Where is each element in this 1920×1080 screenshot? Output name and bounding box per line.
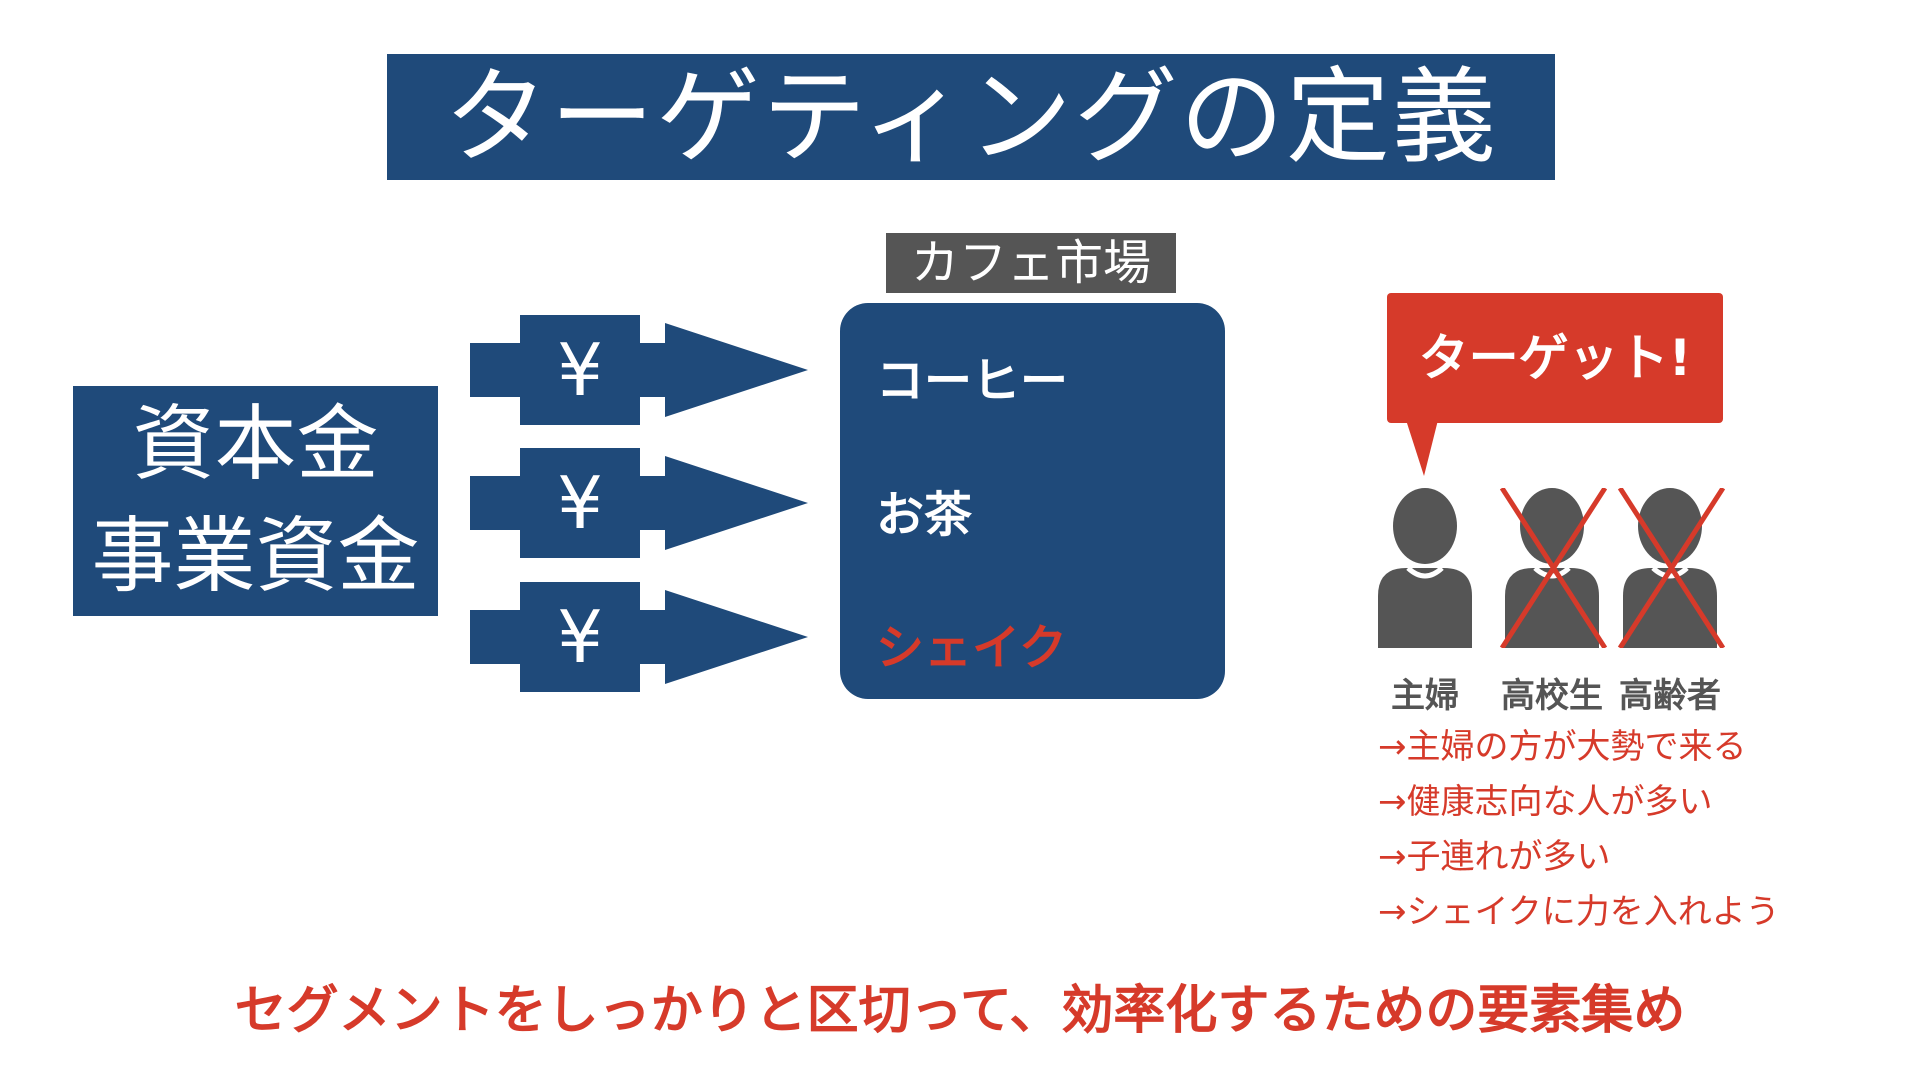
yen-symbol: ¥ bbox=[557, 461, 603, 545]
summary-text: セグメントをしっかりと区切って、効率化するための要素集め bbox=[234, 981, 1686, 1041]
capital-line: 資本金 bbox=[132, 397, 379, 492]
person-icon bbox=[1378, 488, 1472, 648]
market-item-tea: お茶 bbox=[876, 487, 973, 543]
segment-label-highschool: 高校生 bbox=[1501, 676, 1603, 716]
market-item-coffee: コーヒー bbox=[876, 353, 1069, 409]
market-item-shake: シェイク bbox=[876, 620, 1068, 676]
person-highschool bbox=[1497, 488, 1607, 648]
yen-arrow-1: ¥ bbox=[470, 315, 810, 425]
yen-arrow-2: ¥ bbox=[470, 448, 810, 558]
reason-item: →健康志向な人が多い bbox=[1378, 782, 1713, 822]
cross-icon bbox=[1617, 488, 1725, 648]
person-housewife bbox=[1370, 488, 1480, 648]
reason-item: →主婦の方が大勢で来る bbox=[1378, 727, 1747, 767]
reason-item: →子連れが多い bbox=[1378, 837, 1611, 877]
target-bubble: ターゲット! bbox=[1387, 293, 1723, 423]
bubble-tail bbox=[1406, 420, 1438, 476]
yen-symbol: ¥ bbox=[557, 328, 603, 412]
reason-item: →シェイクに力を入れよう bbox=[1378, 892, 1780, 932]
market-box: コーヒー お茶 シェイク bbox=[840, 303, 1225, 699]
yen-symbol: ¥ bbox=[557, 595, 603, 679]
cross-icon bbox=[1499, 488, 1607, 648]
capital-line: 事業資金 bbox=[91, 509, 420, 604]
segment-label-housewife: 主婦 bbox=[1391, 676, 1459, 716]
yen-arrow-icon bbox=[470, 582, 808, 692]
capital-box: 資本金 事業資金 bbox=[73, 386, 438, 616]
yen-arrow-icon bbox=[470, 448, 808, 558]
page-title: ターゲティングの定義 bbox=[387, 54, 1555, 180]
market-label: カフェ市場 bbox=[886, 233, 1176, 293]
segment-label-elderly: 高齢者 bbox=[1619, 676, 1721, 716]
person-elderly bbox=[1615, 488, 1725, 648]
yen-arrow-icon bbox=[470, 315, 808, 425]
yen-arrow-3: ¥ bbox=[470, 582, 810, 692]
reasons-list: →主婦の方が大勢で来る →健康志向な人が多い →子連れが多い →シェイクに力を入… bbox=[1378, 720, 1780, 940]
